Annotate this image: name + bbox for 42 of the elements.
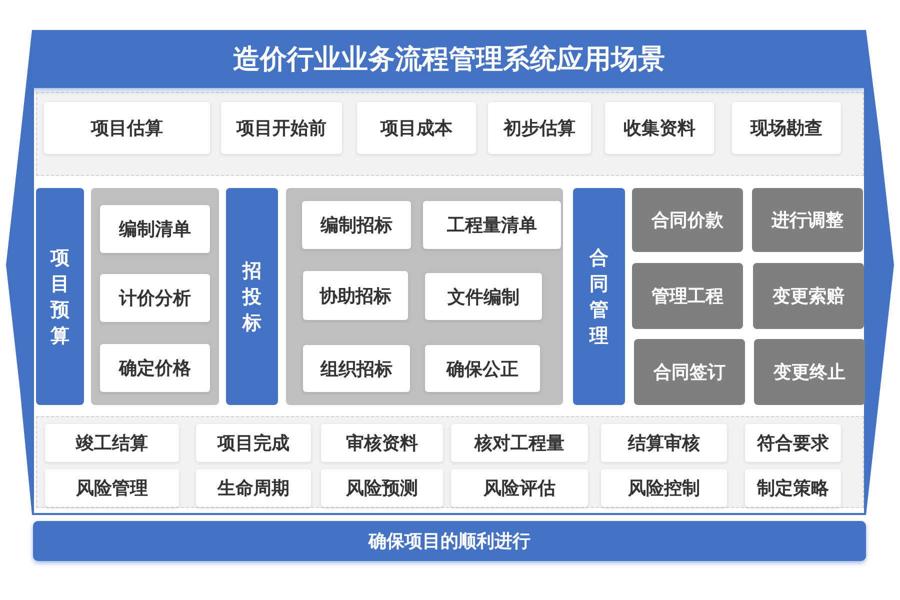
item-box: 编制清单 bbox=[100, 205, 210, 253]
item-box: 项目估算 bbox=[44, 102, 210, 154]
item-box: 收集资料 bbox=[605, 102, 714, 154]
item-box: 风险控制 bbox=[601, 469, 727, 507]
footer-banner: 确保项目的顺利进行 bbox=[33, 521, 866, 561]
item-box: 进行调整 bbox=[752, 188, 863, 252]
panel bbox=[36, 92, 864, 176]
item-box: 项目开始前 bbox=[221, 102, 342, 154]
category-tab: 合同管理 bbox=[573, 188, 625, 405]
item-box: 变更终止 bbox=[754, 339, 865, 405]
item-box: 编制招标 bbox=[302, 201, 411, 249]
item-box: 制定策略 bbox=[745, 469, 841, 507]
item-box: 初步估算 bbox=[488, 102, 591, 154]
item-box: 结算审核 bbox=[601, 424, 727, 462]
item-box: 文件编制 bbox=[425, 273, 542, 320]
item-box: 协助招标 bbox=[303, 271, 408, 320]
item-box: 合同价款 bbox=[632, 188, 743, 252]
item-box: 确保公正 bbox=[425, 345, 540, 392]
item-box: 组织招标 bbox=[303, 345, 410, 392]
item-box: 变更索赔 bbox=[753, 263, 864, 329]
item-box: 确定价格 bbox=[100, 344, 210, 392]
item-box: 生命周期 bbox=[196, 469, 311, 507]
row-header: 风险管理 bbox=[45, 469, 179, 507]
item-box: 工程量清单 bbox=[423, 201, 561, 249]
item-box: 计价分析 bbox=[100, 274, 210, 322]
row-header: 竣工结算 bbox=[45, 424, 179, 462]
title-banner: 造价行业业务流程管理系统应用场景 bbox=[32, 30, 866, 88]
panel bbox=[286, 188, 563, 405]
item-box: 合同签订 bbox=[634, 339, 745, 405]
category-tab: 项目预算 bbox=[36, 188, 84, 405]
item-box: 项目完成 bbox=[196, 424, 311, 462]
item-box: 现场勘查 bbox=[732, 102, 841, 154]
item-box: 审核资料 bbox=[321, 424, 443, 462]
item-box: 风险预测 bbox=[321, 469, 443, 507]
category-tab: 招投标 bbox=[226, 188, 278, 405]
panel bbox=[36, 416, 864, 508]
item-box: 项目成本 bbox=[357, 102, 476, 154]
item-box: 核对工程量 bbox=[451, 424, 588, 462]
item-box: 风险评估 bbox=[451, 469, 588, 507]
item-box: 管理工程 bbox=[632, 263, 743, 329]
item-box: 符合要求 bbox=[745, 424, 841, 462]
panel bbox=[91, 188, 219, 405]
